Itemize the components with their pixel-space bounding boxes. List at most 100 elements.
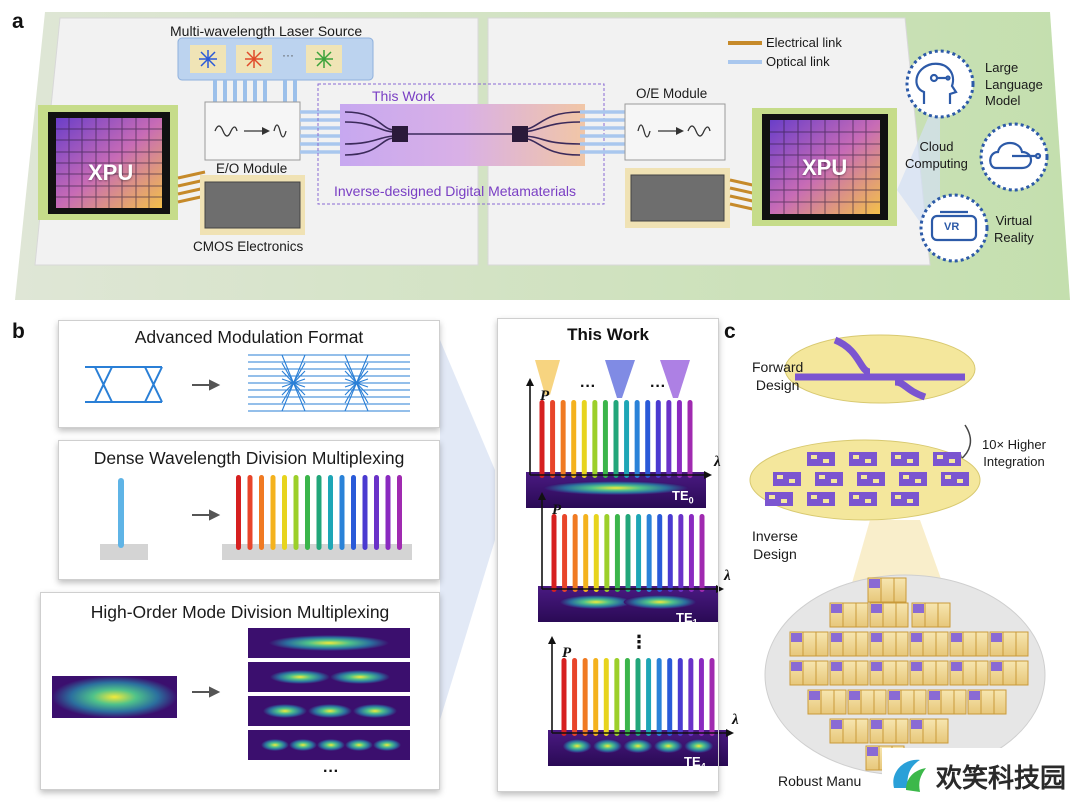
dwdm-bar [270,475,276,550]
inverse-design-blocks [765,452,969,506]
wafer-die-marker [913,604,924,613]
cmos-label: CMOS Electronics [193,239,304,254]
tw-mode-te0: TE0 [672,488,694,506]
card-modulation-title: Advanced Modulation Format [134,327,364,347]
dwdm-bar [362,475,368,550]
dwdm-bar [385,475,391,550]
wavelength-bar-1 [604,514,610,592]
wavelength-bar-0 [666,400,672,478]
watermark-text: 欢笑科技园 [936,764,1067,794]
legend-optical-label: Optical link [766,54,830,69]
tw-mode-te4: TE4 [684,754,706,772]
wavelength-bar-0 [581,400,587,478]
wavelength-bar-1 [667,514,673,592]
single-wavelength-base [100,544,148,560]
dwdm-bar [328,475,333,550]
y-arrow-1 [538,492,546,500]
inverse-block-hole [811,495,817,499]
wafer-die-marker [929,691,940,700]
tw-axis-p-0: P [540,388,550,404]
inverse-block-hole [907,459,913,463]
tw-axis-lambda-4: λ [732,712,739,728]
laser-source-module [177,37,374,81]
dwdm-bar [259,475,264,550]
funnel-shape [440,340,495,720]
eye-transition [281,354,306,412]
dwdm-bar [351,475,356,550]
wafer-die [949,631,989,657]
optical-link-left [300,110,345,154]
dwdm-bar [305,475,310,550]
wavelength-bar-1 [636,514,642,592]
dwdm-bar [236,475,241,550]
cmos-chip-right [630,174,725,222]
wavelength-bar-0 [550,400,556,478]
wavelength-bar-4 [667,658,673,736]
tw-axis-p-1: P [552,502,562,518]
mode-lobe-4 [562,739,592,753]
tw-axis-lambda-0: λ [714,454,721,470]
panel-a-letter: a [12,10,24,33]
laser-fibers [213,80,297,102]
wavelength-bar-4 [561,658,567,736]
wafer-die-marker [951,662,962,671]
arrow-dwdm [192,509,221,521]
tw-axis-lambda-1: λ [724,568,731,584]
inverse-block-hole [861,475,867,479]
wafer-die-marker [809,691,820,700]
wavelength-bar-0 [602,400,608,478]
wavelength-bar-4 [635,658,641,736]
vr-label: Virtual Reality [994,213,1034,245]
wavelength-bar-0 [624,400,630,478]
wafer-die-marker [831,633,842,642]
wafer-dies [789,577,1029,771]
wavelength-bar-0 [539,400,545,478]
metamaterial-block-left [392,126,408,142]
single-mode-profile [52,676,177,718]
forward-design-waveguides [795,336,965,401]
curved-arrow [959,424,972,461]
panel-c-letter: c [724,320,736,343]
watermark-box: 欢笑科技园 [882,748,1078,800]
wafer-die-marker [871,720,882,729]
card-dwdm: Dense Wavelength Division Multiplexing [58,440,440,580]
vr-headset-icon [930,210,978,242]
arrow-mdm [192,686,221,698]
cloud-label: Cloud Computing [905,139,968,171]
this-work-laser-fans [535,360,690,398]
mode-lobe-4 [623,739,653,753]
wavelength-bar-1 [551,514,557,592]
wafer-die-marker [871,662,882,671]
optical-link-right [580,110,625,154]
xpu-right-chip [752,108,897,226]
inverse-block-hole [907,499,913,503]
mode-profiles-stack [248,628,410,760]
inverse-block-hole [945,475,951,479]
x-arrow-4 [726,729,734,737]
eye-diagram-simple [85,366,163,403]
wafer-die-marker [911,662,922,671]
card-mdm-title: High-Order Mode Division Multiplexing [90,602,390,622]
wavelength-bar-1 [572,514,578,592]
wavelength-bar-0 [613,400,619,478]
wafer-die [789,660,829,686]
card-dwdm-title: Dense Wavelength Division Multiplexing [93,448,405,468]
wafer-die-marker [911,633,922,642]
single-wavelength-bar [118,478,124,548]
tw-dots-1: ··· [580,378,596,395]
tw-mode-te1: TE1 [676,610,698,628]
tw-dots-2: ··· [650,378,666,395]
y-arrow-4 [548,636,556,644]
inverse-block-hole [895,455,901,459]
wavelength-bar-0 [676,400,682,478]
y-arrow-0 [526,378,534,386]
cloud-circuit-icon [989,141,1042,170]
mode-lobe-1 [623,595,697,609]
inverse-block-hole [915,479,921,483]
wavelength-bar-1 [688,514,694,592]
wavelength-bar-4 [646,658,652,736]
wafer-die-marker [831,662,842,671]
xpu-left-chip [38,105,178,220]
